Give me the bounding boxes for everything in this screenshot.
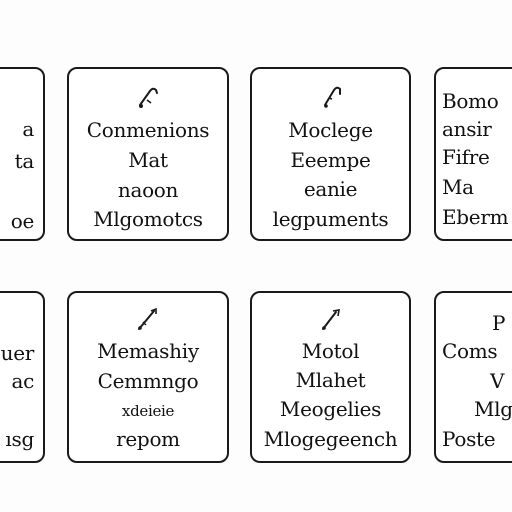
card-line: ac [11, 369, 34, 393]
card-7[interactable]: Motol Mlahet Meogelies Mlogegeench [250, 291, 411, 463]
card-line: Poste [442, 427, 496, 451]
card-5[interactable]: uer ac ısg [0, 291, 45, 463]
card-line: Bomo [442, 89, 499, 113]
card-line: Fifre [442, 145, 490, 169]
pen-icon [139, 87, 158, 108]
card-line: Meogelies [279, 397, 382, 421]
card-1[interactable]: a ta oe [0, 67, 45, 241]
card-line: repom [116, 427, 180, 451]
card-line: Mlahet [295, 368, 366, 392]
card-line: eanie [303, 177, 358, 201]
pen-icon [323, 86, 341, 108]
card-line: Mat [128, 148, 168, 172]
card-line: ta [14, 149, 35, 173]
card-line: Eberm [442, 205, 509, 229]
card-line: Coms [442, 339, 498, 363]
card-line: Conmenions [86, 118, 210, 142]
card-line: uer [0, 341, 35, 365]
card-line: P [492, 311, 506, 335]
card-line: Mlgomotcs [93, 207, 203, 231]
card-line: Cemmngo [97, 369, 199, 393]
pen-icon [138, 307, 157, 330]
card-4[interactable]: Bomo ansir Fifre Ma Eberm [434, 67, 512, 241]
card-line: Eeempe [290, 148, 371, 172]
card-line: ısg [5, 427, 34, 451]
pen-icon [321, 309, 340, 330]
card-line: naoon [117, 178, 179, 202]
card-8[interactable]: P Coms V Mlg Poste [434, 291, 512, 463]
card-2[interactable]: Conmenions Mat naoon Mlgomotcs [67, 67, 229, 241]
card-line: oe [10, 209, 35, 233]
card-line: Mlogegeench [263, 427, 398, 451]
card-line: legpuments [272, 207, 389, 231]
card-line: Memashiy [97, 339, 199, 363]
card-line: a [22, 117, 34, 141]
card-line: xdeieie [121, 402, 175, 420]
card-3[interactable]: Moclege Eeempe eanie legpuments [250, 67, 411, 241]
card-line: Mlg [474, 397, 512, 421]
card-line: V [490, 369, 505, 393]
card-line: Motol [301, 339, 360, 363]
card-6[interactable]: Memashiy Cemmngo xdeieie repom [67, 291, 229, 463]
card-line: Moclege [288, 118, 373, 142]
card-line: Ma [442, 175, 474, 199]
card-line: ansir [442, 117, 492, 141]
